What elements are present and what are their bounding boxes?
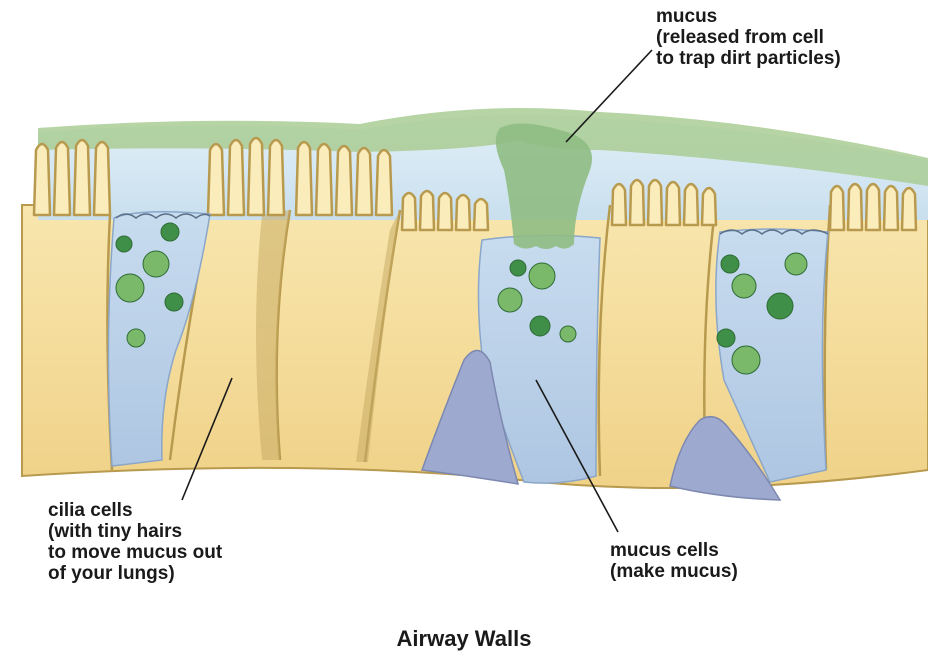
- label-mucus-cells: mucus cells (make mucus): [610, 540, 738, 582]
- label-cilia-line-4: of your lungs): [48, 563, 222, 584]
- label-cilia-line-1: cilia cells: [48, 500, 222, 521]
- label-mucus-line-2: (released from cell: [656, 27, 841, 48]
- label-cilia-cells: cilia cells (with tiny hairs to move muc…: [48, 500, 222, 584]
- label-mucus-cells-line-1: mucus cells: [610, 540, 738, 561]
- label-cilia-line-3: to move mucus out: [48, 542, 222, 563]
- label-mucus-line-1: mucus: [656, 6, 841, 27]
- label-cilia-line-2: (with tiny hairs: [48, 521, 222, 542]
- label-mucus: mucus (released from cell to trap dirt p…: [656, 6, 841, 69]
- label-mucus-cells-line-2: (make mucus): [610, 561, 738, 582]
- diagram-title: Airway Walls: [0, 628, 928, 649]
- label-mucus-line-3: to trap dirt particles): [656, 48, 841, 69]
